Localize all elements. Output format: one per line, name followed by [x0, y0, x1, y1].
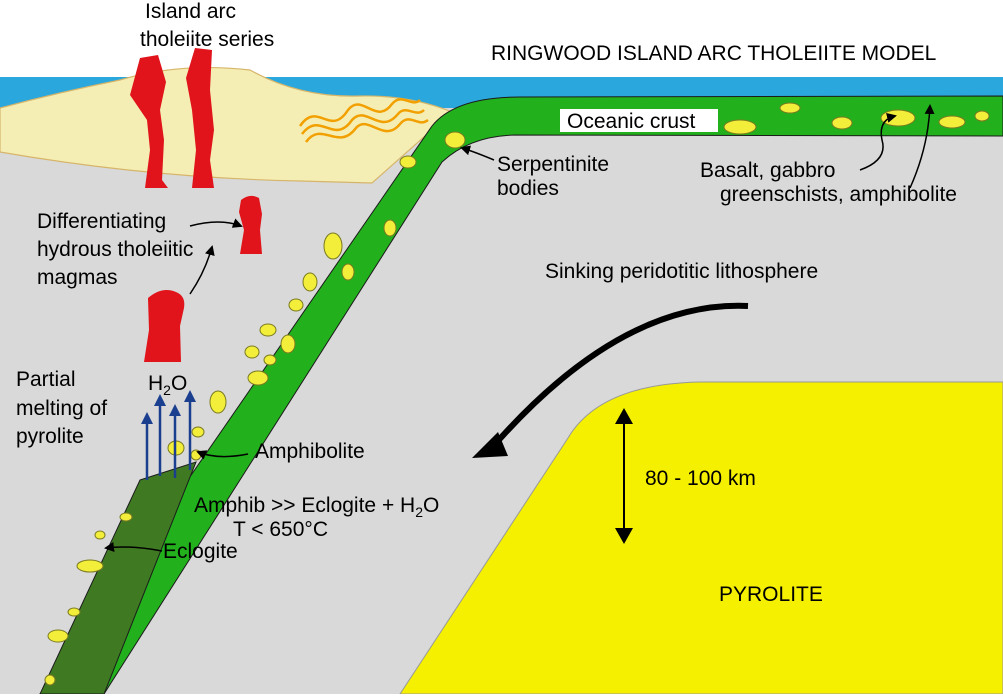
pyrolite-region — [399, 381, 1003, 695]
differentiating-label-1: Differentiating — [37, 210, 166, 233]
sinking-label: Sinking peridotitic lithosphere — [545, 260, 818, 283]
diagram-title: RINGWOOD ISLAND ARC THOLEIITE MODEL — [491, 42, 936, 65]
amphibolite-label: Amphibolite — [255, 440, 365, 463]
eclogite-label: Eclogite — [163, 540, 238, 563]
temperature-label: T < 650°C — [233, 518, 328, 541]
serpentinite-label-2: bodies — [497, 177, 559, 200]
magma-conduits — [130, 48, 214, 188]
pyrolite-label: PYROLITE — [719, 583, 823, 606]
partial-label-2: melting of — [16, 397, 107, 420]
water-arrows — [141, 390, 196, 480]
differentiating-label-2: hydrous tholeiitic — [37, 238, 193, 261]
basalt-label-2: greenschists, amphibolite — [720, 183, 957, 206]
oceanic-crust-label-box — [560, 109, 718, 132]
island-arc-label-1: Island arc — [145, 0, 236, 23]
differentiating-label-3: magmas — [37, 266, 118, 289]
island-arc-crust — [0, 66, 454, 184]
curved-arrow-icon — [487, 302, 749, 452]
crust-bodies — [44, 102, 990, 686]
partial-label-1: Partial — [16, 368, 76, 391]
magma-blob-upper — [239, 195, 262, 254]
magma-blob-lower — [144, 290, 185, 362]
double-arrow-icon — [615, 408, 633, 544]
partial-label-3: pyrolite — [16, 425, 84, 448]
folded-sediments — [298, 98, 429, 143]
island-arc-label-2: tholeiite series — [140, 28, 274, 51]
reaction-label: Amphib >> Eclogite + H2O — [194, 494, 439, 520]
basalt-label-1: Basalt, gabbro — [700, 159, 835, 182]
depth-label: 80 - 100 km — [645, 467, 756, 490]
leader-lines — [104, 104, 935, 552]
serpentinite-label-1: Serpentinite — [497, 153, 609, 176]
water-label: H2O — [148, 372, 187, 398]
curved-arrow-head — [472, 432, 508, 458]
oceanic-crust-label: Oceanic crust — [567, 110, 696, 133]
